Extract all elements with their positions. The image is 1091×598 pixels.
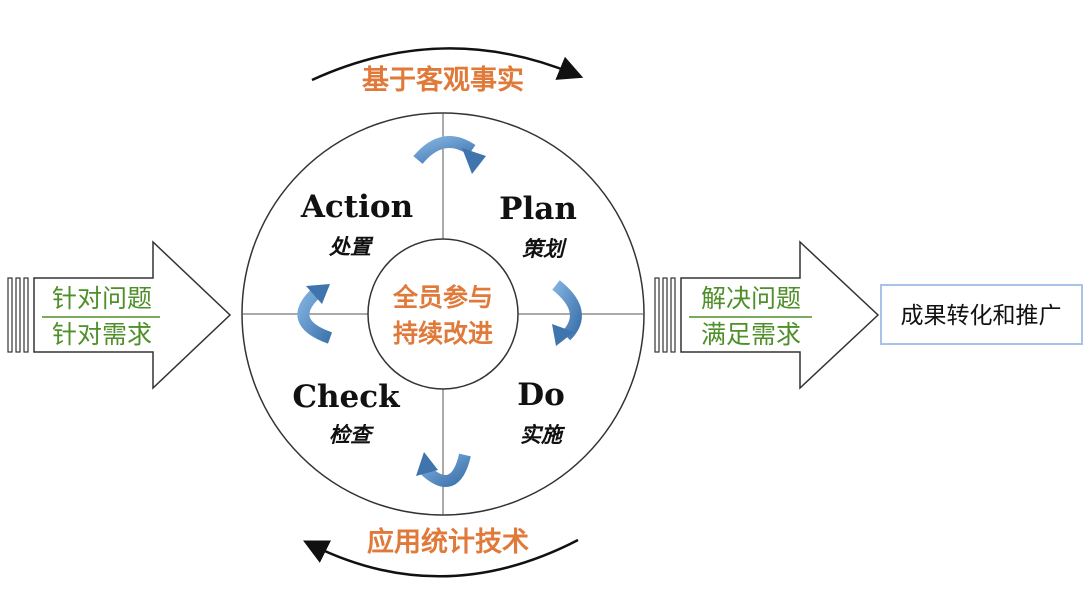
action-title: Action bbox=[300, 189, 413, 225]
input-arrow-line2: 针对需求 bbox=[52, 320, 152, 349]
input-arrow bbox=[7, 240, 232, 390]
output-arrow-line2: 满足需求 bbox=[701, 320, 801, 349]
do-subtitle: 实施 bbox=[520, 423, 566, 447]
cycle-arrow-top-icon bbox=[413, 136, 486, 174]
check-title: Check bbox=[292, 379, 401, 415]
top-curved-arrow bbox=[311, 47, 584, 82]
cycle-arrow-left-icon bbox=[297, 284, 333, 344]
output-arrow-line1: 解决问题 bbox=[701, 284, 801, 313]
action-subtitle: 处置 bbox=[328, 235, 374, 259]
center-text-line1: 全员参与 bbox=[392, 283, 493, 312]
output-arrow bbox=[654, 240, 880, 390]
bottom-curved-arrow bbox=[303, 538, 579, 578]
cycle-arrow-bottom-icon bbox=[416, 452, 471, 487]
do-title: Do bbox=[517, 377, 565, 413]
cycle-arrow-right-icon bbox=[552, 280, 582, 346]
bottom-banner-text: 应用统计技术 bbox=[367, 526, 529, 558]
plan-title: Plan bbox=[499, 191, 577, 227]
inner-circle bbox=[367, 238, 519, 390]
check-subtitle: 检查 bbox=[329, 423, 375, 447]
result-box bbox=[880, 284, 1083, 345]
result-box-text: 成果转化和推广 bbox=[901, 303, 1062, 329]
input-arrow-line1: 针对问题 bbox=[52, 284, 152, 313]
top-banner-text: 基于客观事实 bbox=[362, 64, 524, 96]
plan-subtitle: 策划 bbox=[522, 237, 568, 261]
center-text-line2: 持续改进 bbox=[393, 319, 493, 348]
